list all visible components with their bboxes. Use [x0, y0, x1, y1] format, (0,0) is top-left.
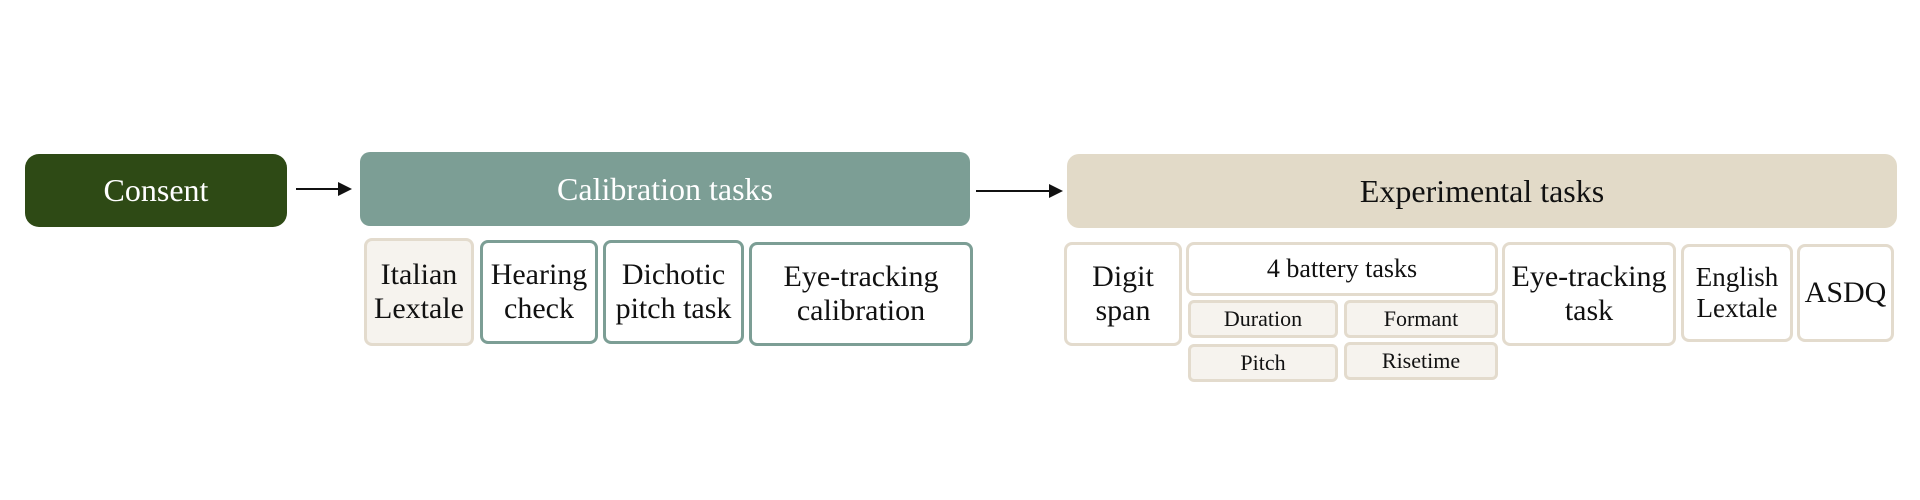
- task-english-lextale: English Lextale: [1681, 244, 1793, 342]
- arrow-calibration-to-experimental: [976, 184, 1063, 198]
- arrow-consent-to-calibration: [296, 182, 352, 196]
- task-eye-tracking-calibration: Eye-tracking calibration: [749, 242, 973, 346]
- calibration-label: Calibration tasks: [557, 170, 773, 207]
- task-dichotic-pitch: Dichotic pitch task: [603, 240, 744, 344]
- task-italian-lextale: Italian Lextale: [364, 238, 474, 346]
- subtask-duration: Duration: [1188, 300, 1338, 338]
- calibration-stage-header: Calibration tasks: [360, 152, 970, 226]
- task-hearing-check: Hearing check: [480, 240, 598, 344]
- consent-stage: Consent: [25, 154, 287, 227]
- consent-label: Consent: [103, 172, 209, 208]
- task-asdq: ASDQ: [1797, 244, 1894, 342]
- task-eye-tracking: Eye-tracking task: [1502, 242, 1676, 346]
- experimental-stage-header: Experimental tasks: [1067, 154, 1897, 228]
- experimental-label: Experimental tasks: [1359, 172, 1605, 209]
- subtask-pitch: Pitch: [1188, 344, 1338, 382]
- battery-tasks-group: 4 battery tasks: [1186, 242, 1498, 296]
- task-digit-span: Digit span: [1064, 242, 1182, 346]
- subtask-formant: Formant: [1344, 300, 1498, 338]
- subtask-risetime: Risetime: [1344, 342, 1498, 380]
